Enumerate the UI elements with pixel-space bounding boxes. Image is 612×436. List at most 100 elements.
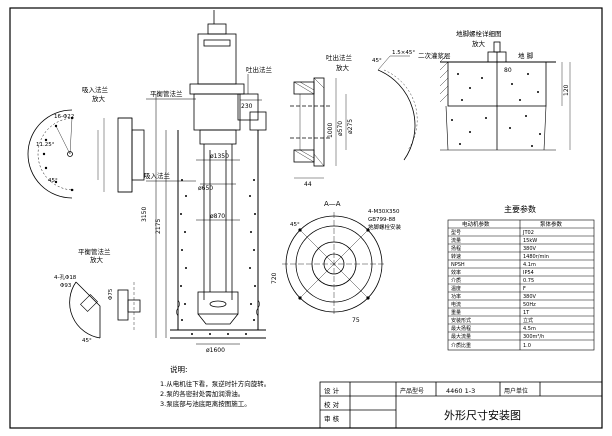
label-angle-c: 45° [48, 178, 58, 184]
tb-product-model: 产品型号 [400, 387, 424, 395]
tb-drawing-no: 4460 1-3 [446, 387, 475, 395]
table-cell: 15kW [523, 238, 537, 244]
dim-d-mid: ø870 [210, 213, 225, 220]
plate-flange-detail [69, 281, 141, 339]
title-block [319, 381, 603, 429]
note-item: 1.从电机往下看，泵逆时针方向旋转。 [160, 379, 270, 388]
label-bolt-note-2: GB799-88 [368, 217, 396, 223]
table-cell: F [523, 286, 526, 292]
parameter-table [447, 219, 595, 351]
dim-v-720: 720 [271, 272, 278, 284]
label-rim-holes: 16-Φ22 [54, 114, 74, 120]
dim-flange-t: 44 [304, 181, 312, 188]
label-bolt-note-3: 地脚螺栓安装 [368, 223, 402, 231]
label-foundation-detail: 地脚螺栓详细图 [456, 29, 502, 38]
sheet-border [9, 7, 603, 429]
dim-d-top: ø1350 [210, 153, 229, 160]
label-outlet-flange: 吐出法兰 [246, 65, 273, 74]
pump-dimensions [155, 94, 262, 345]
table-cell: 效率 [451, 269, 461, 276]
tb-drawing-title: 外形尺寸安装图 [444, 408, 521, 422]
dim-h-total: 3150 [141, 207, 148, 222]
table-cell: 0.75 [523, 278, 534, 284]
dim-d-low: ø650 [198, 185, 213, 192]
table-cell: NPSH [451, 262, 465, 268]
foundation-detail [439, 41, 571, 151]
tb-design: 设 计 [324, 386, 340, 395]
tb-review: 审 核 [324, 414, 340, 423]
label-chamfer: 1.5×45° [392, 50, 415, 56]
table-cell: 380V [523, 294, 537, 300]
label-inlet-zoom: 放大 [92, 94, 106, 103]
table-cell: 380V [523, 246, 537, 252]
label-plate-zoom: 放大 [90, 255, 104, 264]
chamfer-detail [377, 55, 418, 161]
dim-flange-d-b: ø275 [347, 119, 354, 134]
inlet-flange-detail [27, 109, 145, 199]
label-angle-d: 45° [290, 222, 300, 228]
table-cell: 介质 [451, 277, 461, 284]
table-cell: 立式 [523, 317, 533, 324]
label-inlet-flange-detail: 吸入法兰 [82, 85, 109, 94]
table-cell: 4.5m [523, 326, 536, 332]
table-cell: 扬程 [451, 245, 461, 252]
outlet-flange-section [290, 77, 347, 179]
label-plate-holes: 4-孔Φ18 [54, 273, 77, 281]
notes-title: 说明: [170, 364, 188, 374]
table-cell: 300m³/h [523, 334, 544, 340]
dim-grout-w: 80 [504, 67, 512, 74]
table-cell: 转速 [451, 253, 461, 260]
note-item: 2.泵的各密封处需加润滑油。 [160, 389, 244, 398]
dim-flange-h: 1000 [327, 123, 334, 138]
tb-check: 校 对 [324, 400, 340, 409]
label-plate-hole-dia: Φ93 [60, 283, 72, 289]
label-level-flange: 平衡管法兰 [150, 89, 183, 98]
table-cell: 最大流量 [451, 333, 471, 340]
pit-walls [170, 130, 266, 339]
label-foundation-zoom: 放大 [472, 39, 486, 48]
dim-grout-h: 120 [563, 84, 570, 96]
table-cell: IP54 [523, 270, 534, 276]
label-section-aa: A—A [324, 200, 341, 208]
section-aa [282, 212, 386, 316]
pump-assembly [189, 10, 267, 325]
table-cell: 重量 [451, 309, 461, 316]
dim-d-base: ø1600 [206, 347, 225, 354]
note-item: 3.泵底部与池底距离按图施工。 [160, 399, 251, 408]
label-plate-angle: 45° [82, 338, 92, 344]
dim-w-a: 230 [241, 103, 253, 110]
table-cell: 流量 [451, 237, 461, 244]
label-secondary-grout: 二次灌浆层 [418, 51, 451, 60]
table-title: 主要参数 [504, 204, 536, 214]
table-cell: 1480r/min [523, 254, 549, 260]
label-r-dim: 11.25° [36, 142, 55, 148]
dim-flange-d: ø570 [337, 121, 344, 136]
tb-use-label: 用户单位 [504, 387, 528, 395]
table-rows: 型号 JT02 流量 15kW 扬程 380V 转速 1480r/min NPS… [451, 229, 549, 349]
table-cell: 50Hz [523, 302, 536, 308]
table-cell: 介质比重 [451, 342, 471, 349]
label-outlet-flange-detail: 吐出法兰 [326, 53, 353, 62]
dim-h-mid: 2175 [155, 219, 162, 234]
table-cell: 温度 [451, 285, 461, 292]
table-cell: 功率 [451, 293, 461, 300]
label-plate-flange: 平衡管法兰 [78, 247, 111, 256]
label-outlet-zoom: 放大 [336, 63, 350, 72]
table-header-right: 泵体参数 [540, 220, 563, 228]
table-cell: 最大扬程 [451, 325, 471, 332]
label-bolt-note-1: 4-M30X350 [368, 209, 400, 215]
table-cell: 1.0 [523, 343, 531, 349]
table-cell: 安装形式 [451, 317, 471, 324]
table-cell: 4.1m [523, 262, 536, 268]
table-cell: JT02 [522, 230, 534, 236]
table-cell: 型号 [451, 229, 461, 236]
dim-d-75: 75 [352, 317, 360, 324]
table-cell: 1T [523, 310, 530, 316]
label-anchor-bolt: 地 脚 [518, 51, 534, 60]
label-inlet-flange-main: 吸入法兰 [144, 171, 171, 180]
table-cell: 电流 [451, 301, 461, 308]
label-angle-b: 45° [372, 58, 382, 64]
dim-w-plate: Φ75 [108, 288, 114, 300]
table-header-left: 电动机参数 [462, 220, 490, 228]
